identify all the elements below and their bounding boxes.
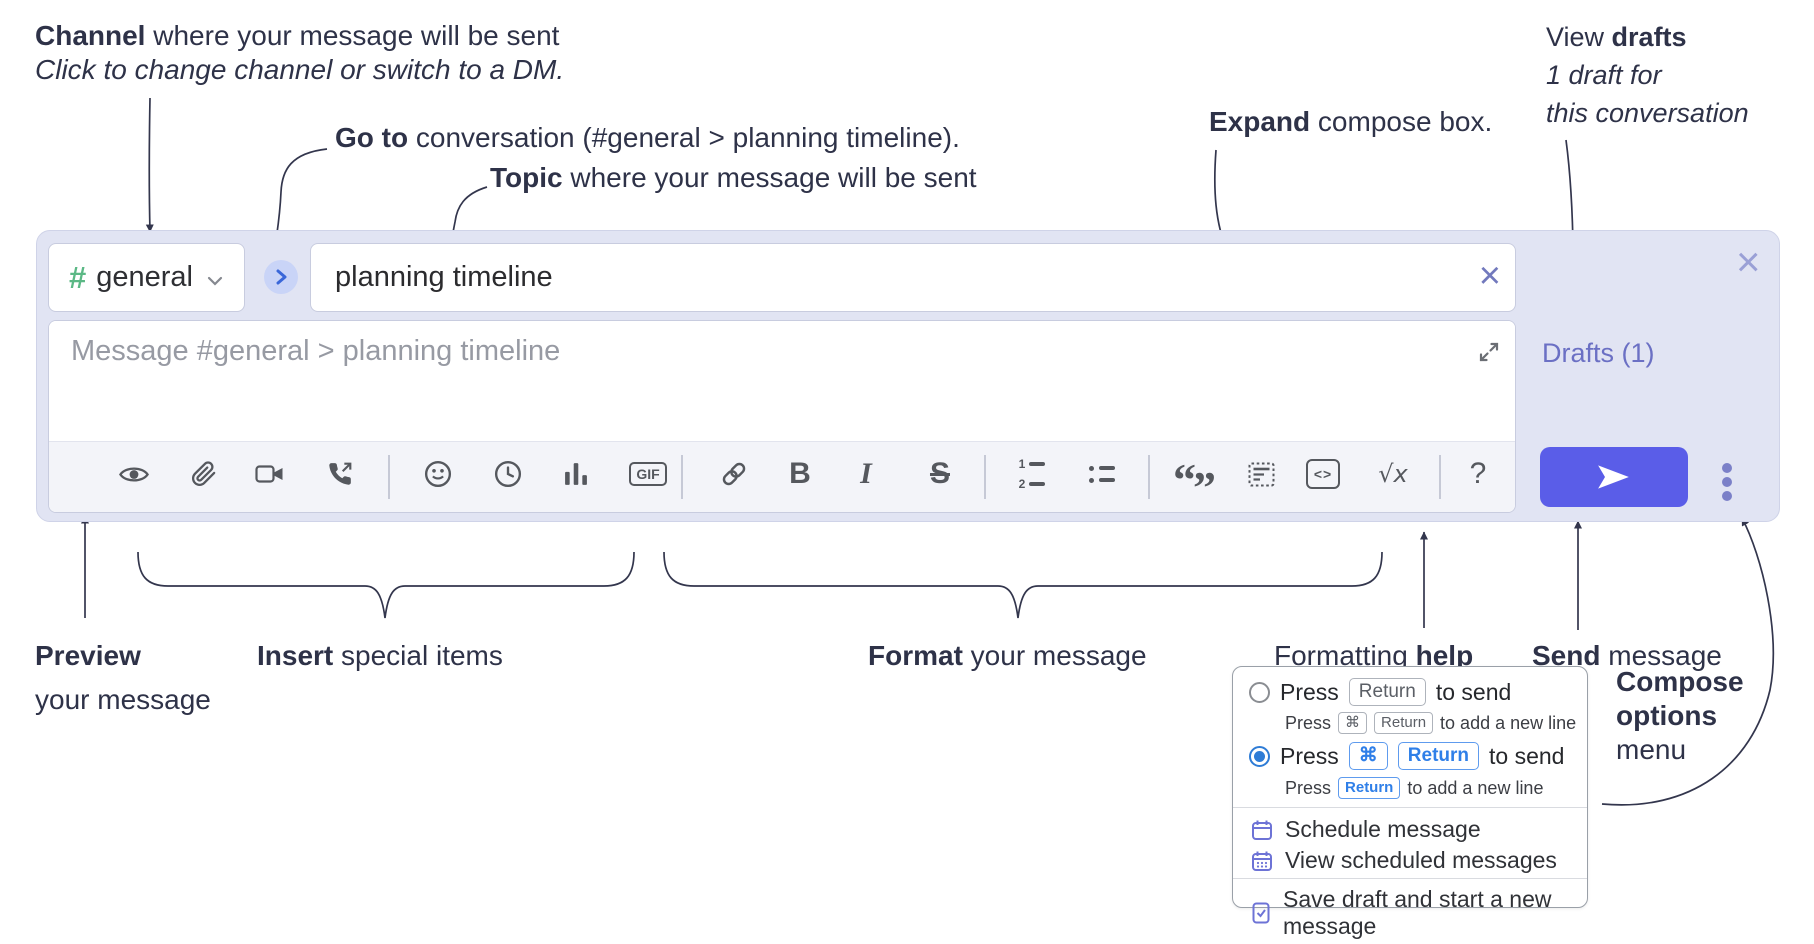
- compose-options-menu: Press Return to send Press ⌘ Return to a…: [1232, 666, 1588, 939]
- send-button[interactable]: [1540, 447, 1688, 507]
- message-input[interactable]: [49, 321, 1515, 443]
- radio-unselected[interactable]: [1249, 681, 1270, 703]
- compose-options-annotation: Compose: [1616, 666, 1744, 697]
- preview-annotation: Preview: [35, 640, 141, 671]
- compose-options-annotation-line3: menu: [1616, 734, 1687, 765]
- toolbar-divider: [1148, 455, 1150, 499]
- link-icon[interactable]: [711, 451, 757, 497]
- bulleted-list-icon[interactable]: [1079, 451, 1125, 497]
- expand-annotation: Expand compose box.: [1209, 106, 1493, 137]
- expand-compose-icon[interactable]: [1478, 341, 1500, 363]
- phone-call-icon[interactable]: [317, 451, 363, 497]
- chevron-down-icon: [207, 276, 223, 286]
- topic-annotation: Topic where your message will be sent: [490, 162, 977, 193]
- poll-icon[interactable]: [553, 451, 599, 497]
- formatting-help-annotation: Formatting help: [1274, 640, 1474, 671]
- calendar-grid-icon: [1251, 850, 1273, 872]
- insert-annotation: Insert special items: [257, 640, 503, 671]
- view-drafts-annotation: View drafts: [1546, 22, 1687, 52]
- compose-options-annotation-line2: options: [1616, 700, 1718, 731]
- brace-insert: [137, 551, 635, 619]
- channel-annotation-note: Click to change channel or switch to a D…: [35, 54, 565, 85]
- topic-field-wrapper: ×: [310, 243, 1516, 312]
- menu-item-view-scheduled-messages[interactable]: View scheduled messages: [1251, 847, 1557, 874]
- menu-item-save-draft[interactable]: Save draft and start a new message: [1251, 886, 1587, 940]
- cmd-key: ⌘: [1338, 712, 1368, 734]
- menu-divider: [1233, 807, 1587, 808]
- option-cmd-return-to-send[interactable]: Press ⌘ Return to send: [1249, 742, 1564, 770]
- code-icon[interactable]: <>: [1300, 451, 1346, 497]
- option-cmd-return-subtext: Press Return to add a new line: [1285, 777, 1544, 799]
- view-drafts-annotation-line3: this conversation: [1546, 98, 1749, 128]
- brace-format: [663, 551, 1383, 619]
- gif-icon[interactable]: GIF: [625, 451, 671, 497]
- format-annotation: Format your message: [868, 640, 1147, 671]
- clock-icon[interactable]: [485, 451, 531, 497]
- line-channel: [145, 97, 154, 233]
- menu-divider: [1233, 878, 1587, 879]
- go-to-annotation: Go to conversation (#general > planning …: [335, 122, 960, 153]
- help-icon[interactable]: ?: [1469, 457, 1487, 490]
- channel-hash-icon: #: [69, 259, 87, 295]
- numbered-list-icon[interactable]: 1 2: [1009, 451, 1055, 497]
- channel-annotation: Channel where your message will be sent: [35, 20, 560, 51]
- toolbar-divider: [1439, 455, 1441, 499]
- channel-name: general: [96, 261, 193, 293]
- go-to-conversation-button[interactable]: [264, 260, 298, 294]
- document-check-icon: [1251, 902, 1271, 924]
- send-icon: [1596, 463, 1632, 491]
- view-drafts-annotation-line2: 1 draft for: [1546, 60, 1662, 90]
- quote-icon[interactable]: “”: [1173, 454, 1216, 513]
- close-compose-icon[interactable]: ×: [1736, 238, 1761, 285]
- cmd-key: ⌘: [1348, 742, 1388, 770]
- math-icon[interactable]: √x: [1378, 460, 1408, 488]
- return-key: Return: [1338, 777, 1401, 799]
- message-area: GIF B I S 1 2: [48, 320, 1516, 513]
- send-annotation: Send message: [1532, 640, 1722, 671]
- spoiler-icon[interactable]: [1238, 451, 1284, 497]
- option-return-subtext: Press ⌘ Return to add a new line: [1285, 712, 1577, 734]
- strikethrough-icon[interactable]: S: [929, 457, 950, 490]
- radio-selected[interactable]: [1249, 745, 1270, 767]
- video-camera-icon[interactable]: [247, 451, 293, 497]
- paperclip-icon[interactable]: [181, 451, 227, 497]
- compose-toolbar: GIF B I S 1 2: [49, 441, 1515, 512]
- preview-annotation-line2: your message: [35, 684, 211, 715]
- return-key: Return: [1374, 712, 1434, 734]
- bold-icon[interactable]: B: [789, 457, 811, 490]
- line-go-to: [273, 148, 328, 241]
- chevron-right-icon: [275, 268, 288, 286]
- topic-clear-icon[interactable]: ×: [1478, 255, 1501, 297]
- toolbar-divider: [681, 455, 683, 499]
- calendar-icon: [1251, 819, 1273, 841]
- emoji-icon[interactable]: [415, 451, 461, 497]
- italic-icon[interactable]: I: [860, 457, 872, 490]
- option-return-to-send[interactable]: Press Return to send: [1249, 678, 1511, 706]
- return-key: Return: [1348, 678, 1426, 706]
- channel-selector-button[interactable]: # general: [48, 243, 245, 312]
- toolbar-divider: [984, 455, 986, 499]
- compose-options-menu-icon[interactable]: [1717, 459, 1737, 505]
- toolbar-divider: [388, 455, 390, 499]
- return-key: Return: [1397, 742, 1480, 770]
- menu-item-schedule-message[interactable]: Schedule message: [1251, 816, 1481, 843]
- topic-input[interactable]: [311, 244, 1515, 311]
- drafts-link[interactable]: Drafts (1): [1542, 338, 1655, 368]
- eye-icon[interactable]: [111, 451, 157, 497]
